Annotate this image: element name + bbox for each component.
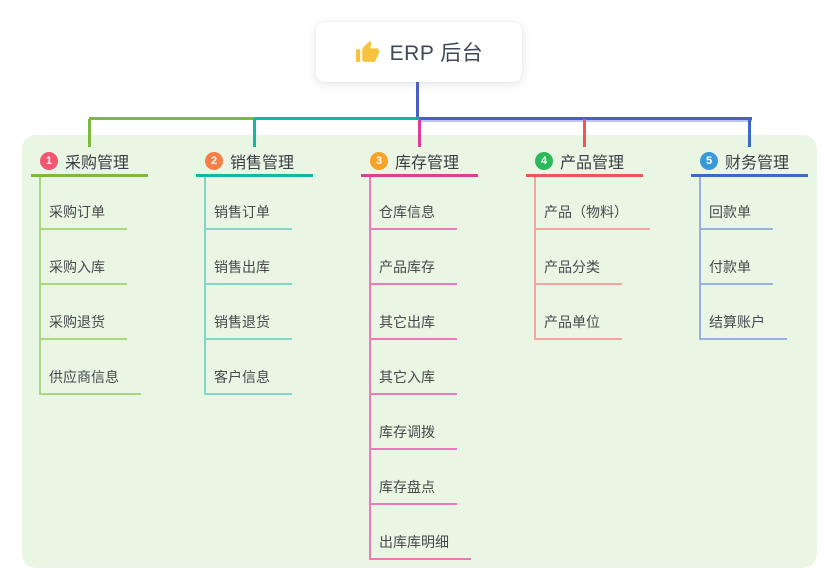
child-node-label: 付款单 (709, 259, 751, 275)
child-tree-vertical-line (39, 177, 41, 395)
child-node[interactable]: 库存调拨 (369, 422, 457, 450)
child-node-label: 采购入库 (49, 259, 105, 275)
child-node[interactable]: 仓库信息 (369, 202, 457, 230)
child-tree-vertical-line (699, 177, 701, 340)
child-node[interactable]: 销售出库 (204, 257, 292, 285)
child-node-label: 销售出库 (214, 259, 270, 275)
child-node[interactable]: 产品库存 (369, 257, 457, 285)
child-node[interactable]: 客户信息 (204, 367, 292, 395)
child-node-label: 采购退货 (49, 314, 105, 330)
child-node-label: 结算账户 (709, 314, 765, 330)
branch-node-label: 产品管理 (560, 154, 625, 172)
branch-number-badge: 4 (535, 151, 553, 170)
branch-node-label: 采购管理 (65, 154, 130, 172)
branch-node-1[interactable]: 1 采购管理 (31, 147, 148, 177)
child-node-label: 出库库明细 (379, 534, 449, 550)
child-node[interactable]: 其它入库 (369, 367, 457, 395)
branches-panel (22, 135, 817, 568)
horizontal-connector-mid (254, 117, 419, 120)
child-node-label: 库存盘点 (379, 479, 435, 495)
branch-node-4[interactable]: 4 产品管理 (526, 147, 643, 177)
branch-node-5[interactable]: 5 财务管理 (691, 147, 808, 177)
child-node[interactable]: 销售订单 (204, 202, 292, 230)
root-node[interactable]: ERP 后台 (316, 22, 522, 82)
branch-drop-connector (88, 119, 91, 147)
child-node[interactable]: 产品单位 (534, 312, 622, 340)
child-node-label: 客户信息 (214, 369, 270, 385)
horizontal-connector-left (89, 117, 254, 120)
child-tree-vertical-line (369, 177, 371, 560)
child-node[interactable]: 产品（物料） (534, 202, 650, 230)
child-tree-vertical-line (534, 177, 536, 340)
branch-drop-connector (583, 119, 586, 147)
child-node[interactable]: 出库库明细 (369, 532, 471, 560)
child-node[interactable]: 其它出库 (369, 312, 457, 340)
branch-number-badge: 3 (370, 151, 388, 170)
branch-number-badge: 1 (40, 151, 58, 170)
child-node-label: 仓库信息 (379, 204, 435, 220)
branch-number-badge: 5 (700, 151, 718, 170)
child-node[interactable]: 付款单 (699, 257, 773, 285)
branch-node-label: 库存管理 (395, 154, 460, 172)
thumbs-up-icon (355, 40, 379, 62)
root-vertical-connector (416, 82, 419, 120)
child-node[interactable]: 供应商信息 (39, 367, 141, 395)
child-node[interactable]: 库存盘点 (369, 477, 457, 505)
branch-number-badge: 2 (205, 151, 223, 170)
child-tree-vertical-line (204, 177, 206, 395)
branch-node-label: 财务管理 (725, 154, 790, 172)
horizontal-connector-right (419, 117, 752, 120)
child-node-label: 产品（物料） (544, 204, 628, 220)
branch-drop-connector (253, 119, 256, 147)
child-node[interactable]: 结算账户 (699, 312, 787, 340)
child-node[interactable]: 回款单 (699, 202, 773, 230)
child-node-label: 供应商信息 (49, 369, 119, 385)
child-node-label: 采购订单 (49, 204, 105, 220)
child-node[interactable]: 产品分类 (534, 257, 622, 285)
child-node[interactable]: 采购退货 (39, 312, 127, 340)
child-node-label: 产品库存 (379, 259, 435, 275)
child-node-label: 销售订单 (214, 204, 270, 220)
child-node-label: 产品分类 (544, 259, 600, 275)
child-node-label: 库存调拨 (379, 424, 435, 440)
child-node-label: 回款单 (709, 204, 751, 220)
child-node-label: 其它出库 (379, 314, 435, 330)
child-node-label: 销售退货 (214, 314, 270, 330)
child-node-label: 其它入库 (379, 369, 435, 385)
root-node-label: ERP 后台 (389, 42, 484, 65)
branch-node-2[interactable]: 2 销售管理 (196, 147, 313, 177)
branch-node-3[interactable]: 3 库存管理 (361, 147, 478, 177)
branch-drop-connector (748, 119, 751, 147)
child-node[interactable]: 采购入库 (39, 257, 127, 285)
branch-node-label: 销售管理 (230, 154, 295, 172)
branch-drop-connector (418, 119, 421, 147)
child-node-label: 产品单位 (544, 314, 600, 330)
child-node[interactable]: 销售退货 (204, 312, 292, 340)
child-node[interactable]: 采购订单 (39, 202, 127, 230)
